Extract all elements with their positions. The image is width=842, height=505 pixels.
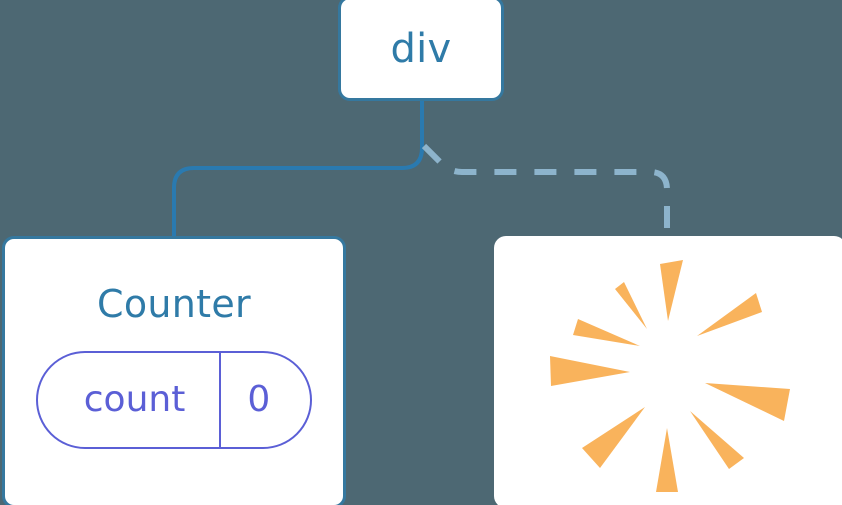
node-render-burst[interactable] [494, 236, 842, 505]
node-div-label: div [390, 25, 452, 72]
node-counter-label: Counter [97, 282, 251, 326]
state-value: 0 [219, 353, 310, 447]
burst-sparkle-icon [550, 260, 790, 492]
state-key: count [83, 379, 186, 420]
node-counter[interactable]: Counter count 0 [2, 236, 346, 505]
state-capsule[interactable]: count 0 [35, 351, 313, 449]
edge-div-to-burst [421, 143, 670, 236]
node-div[interactable]: div [338, 0, 504, 101]
edge-div-to-counter [172, 99, 424, 238]
